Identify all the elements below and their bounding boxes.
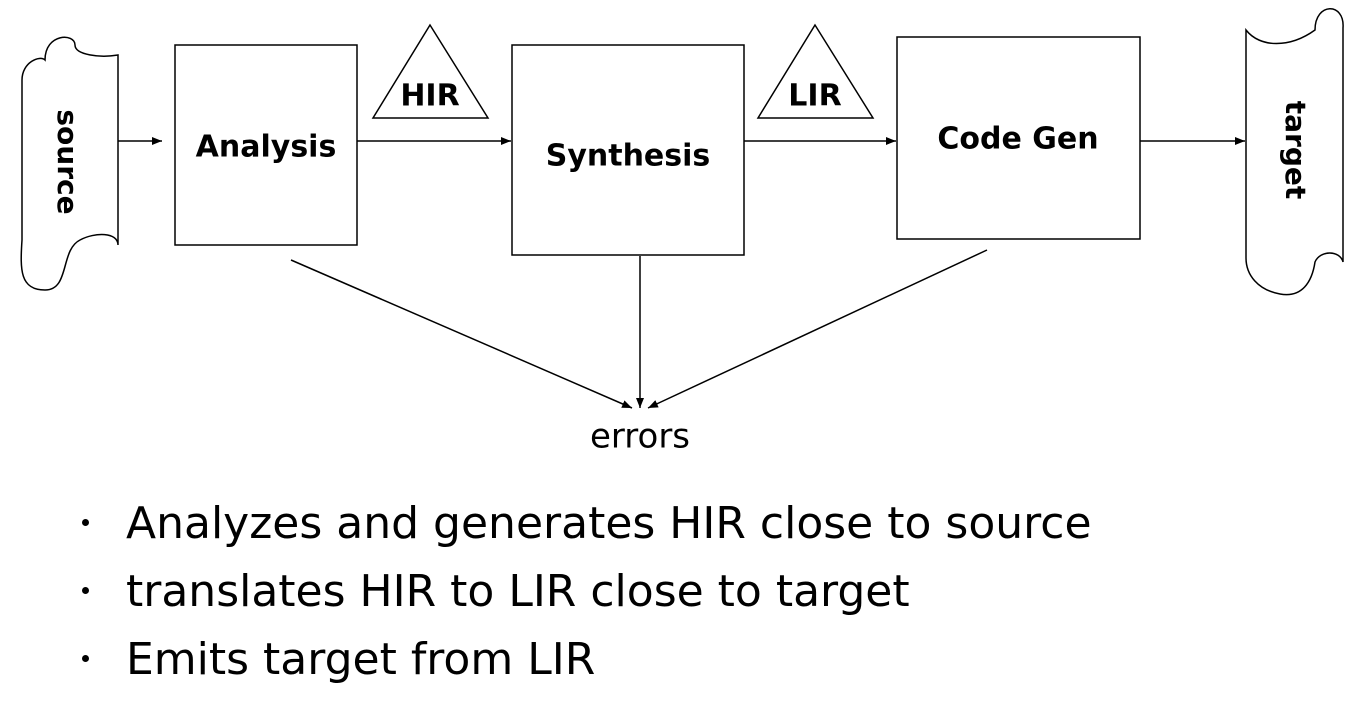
source-label: source	[51, 109, 84, 214]
compiler-pipeline-diagram: source Analysis Synthesis Code Gen HIR L…	[20, 8, 1344, 457]
code-gen-label: Code Gen	[937, 122, 1098, 157]
analysis-box	[174, 44, 358, 246]
analysis-stage: Analysis	[174, 44, 358, 246]
target-label: target	[1279, 101, 1312, 200]
analysis-label: Analysis	[196, 130, 337, 165]
target-scroll-shape	[1245, 8, 1344, 296]
code-gen-stage: Code Gen	[896, 36, 1141, 240]
bullet-dot	[82, 655, 89, 662]
synthesis-label: Synthesis	[546, 139, 711, 174]
code-gen-box	[896, 36, 1141, 240]
list-item: Emits target from LIR	[70, 626, 1092, 694]
lir-label: LIR	[788, 79, 841, 114]
list-item: translates HIR to LIR close to target	[70, 558, 1092, 626]
source-scroll-shape	[20, 36, 119, 291]
source-scroll: source	[20, 36, 119, 291]
synthesis-stage: Synthesis	[511, 44, 745, 256]
bullet-dot	[82, 519, 89, 526]
hir-triangle-shape	[371, 23, 490, 119]
bullet-text: translates HIR to LIR close to target	[126, 566, 910, 617]
hir-label: HIR	[400, 79, 459, 114]
description-list: Analyzes and generates HIR close to sour…	[70, 490, 1092, 694]
arrow-code-gen-to-errors	[647, 249, 988, 409]
bullet-text: Emits target from LIR	[126, 634, 596, 685]
lir-triangle-shape	[756, 23, 875, 119]
errors-label: errors	[590, 417, 690, 457]
bullet-text: Analyzes and generates HIR close to sour…	[126, 498, 1092, 549]
synthesis-box	[511, 44, 745, 256]
hir-triangle: HIR	[371, 23, 490, 119]
lir-triangle: LIR	[756, 23, 875, 119]
bullet-dot	[82, 587, 89, 594]
arrow-analysis-to-errors	[290, 259, 633, 409]
target-scroll: target	[1245, 8, 1344, 296]
list-item: Analyzes and generates HIR close to sour…	[70, 490, 1092, 558]
